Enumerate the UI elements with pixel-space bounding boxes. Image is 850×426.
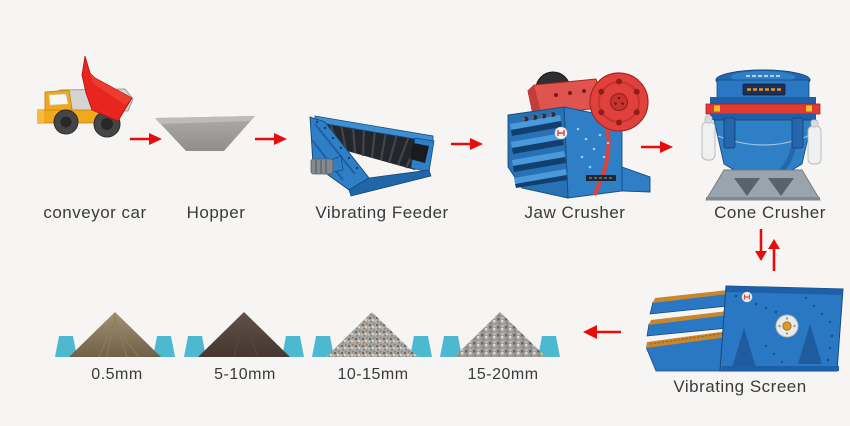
- teal-block-right: [282, 336, 304, 357]
- jaw-crusher-illustration: [507, 71, 651, 199]
- product-size-label-4: 15-20mm: [467, 366, 539, 383]
- jaw-crusher-label: Jaw Crusher: [524, 203, 626, 222]
- jaw-side-steps: [510, 115, 567, 188]
- flow-arrow-feeder-to-jaw: [451, 138, 483, 150]
- conveyor-car-label: conveyor car: [43, 203, 147, 222]
- vibrating-screen-illustration: [646, 285, 844, 372]
- flow-arrow-hopper-to-feeder: [255, 133, 287, 145]
- screen-brand-logo: [741, 291, 753, 303]
- cone-hydraulic-cylinders: [701, 115, 822, 165]
- flow-arrow-cone-screen-circuit: [755, 229, 780, 271]
- conveyor-car-illustration: [37, 55, 134, 138]
- jaw-bolts: [522, 112, 556, 122]
- product-size-label-2: 5-10mm: [214, 366, 276, 383]
- cone-ring: [710, 114, 816, 120]
- pile-gravel-medium: [312, 312, 432, 357]
- product-size-label-1: 0.5mm: [91, 366, 143, 383]
- vibrating-screen-label: Vibrating Screen: [673, 377, 807, 396]
- flow-arrow-jaw-to-cone: [641, 141, 673, 153]
- cone-crusher-illustration: [701, 69, 822, 201]
- jaw-main-flywheel: [589, 72, 649, 132]
- screen-decks: [646, 290, 729, 372]
- pile-gravel-coarse: [440, 312, 560, 357]
- pile-dark-aggregate: [184, 312, 304, 358]
- truck-dump-bed: [81, 55, 133, 122]
- product-size-label-3: 10-15mm: [337, 366, 409, 383]
- teal-block-right: [410, 336, 432, 357]
- hopper-illustration: [155, 116, 255, 151]
- hopper-label: Hopper: [186, 203, 246, 222]
- pile-fine-sand: [55, 312, 175, 358]
- flow-arrow-truck-to-hopper: [130, 133, 162, 145]
- teal-block-left: [184, 336, 206, 357]
- cone-red-beam: [705, 103, 821, 115]
- teal-block-right: [153, 336, 175, 357]
- truck-cab: [44, 89, 74, 116]
- cone-flange: [710, 97, 816, 104]
- teal-block-left: [312, 336, 334, 357]
- flow-arrow-screen-to-products: [583, 325, 621, 339]
- feeder-motor: [310, 155, 344, 175]
- vibrating-feeder-label: Vibrating Feeder: [315, 203, 449, 222]
- cone-top-dome: [715, 69, 811, 99]
- screen-motor-hub: [775, 314, 799, 338]
- jaw-rivets: [576, 127, 610, 169]
- teal-block-left: [440, 336, 462, 357]
- feeder-bottom-rail: [348, 169, 432, 197]
- teal-block-left: [55, 336, 77, 357]
- feeder-grate: [319, 120, 431, 170]
- feeder-end-cap: [410, 137, 435, 173]
- vibrating-feeder-illustration: [309, 115, 435, 197]
- cone-crusher-label: Cone Crusher: [714, 203, 826, 222]
- teal-block-right: [538, 336, 560, 357]
- cone-base-stand: [705, 169, 821, 201]
- jaw-brand-logo: [554, 126, 568, 140]
